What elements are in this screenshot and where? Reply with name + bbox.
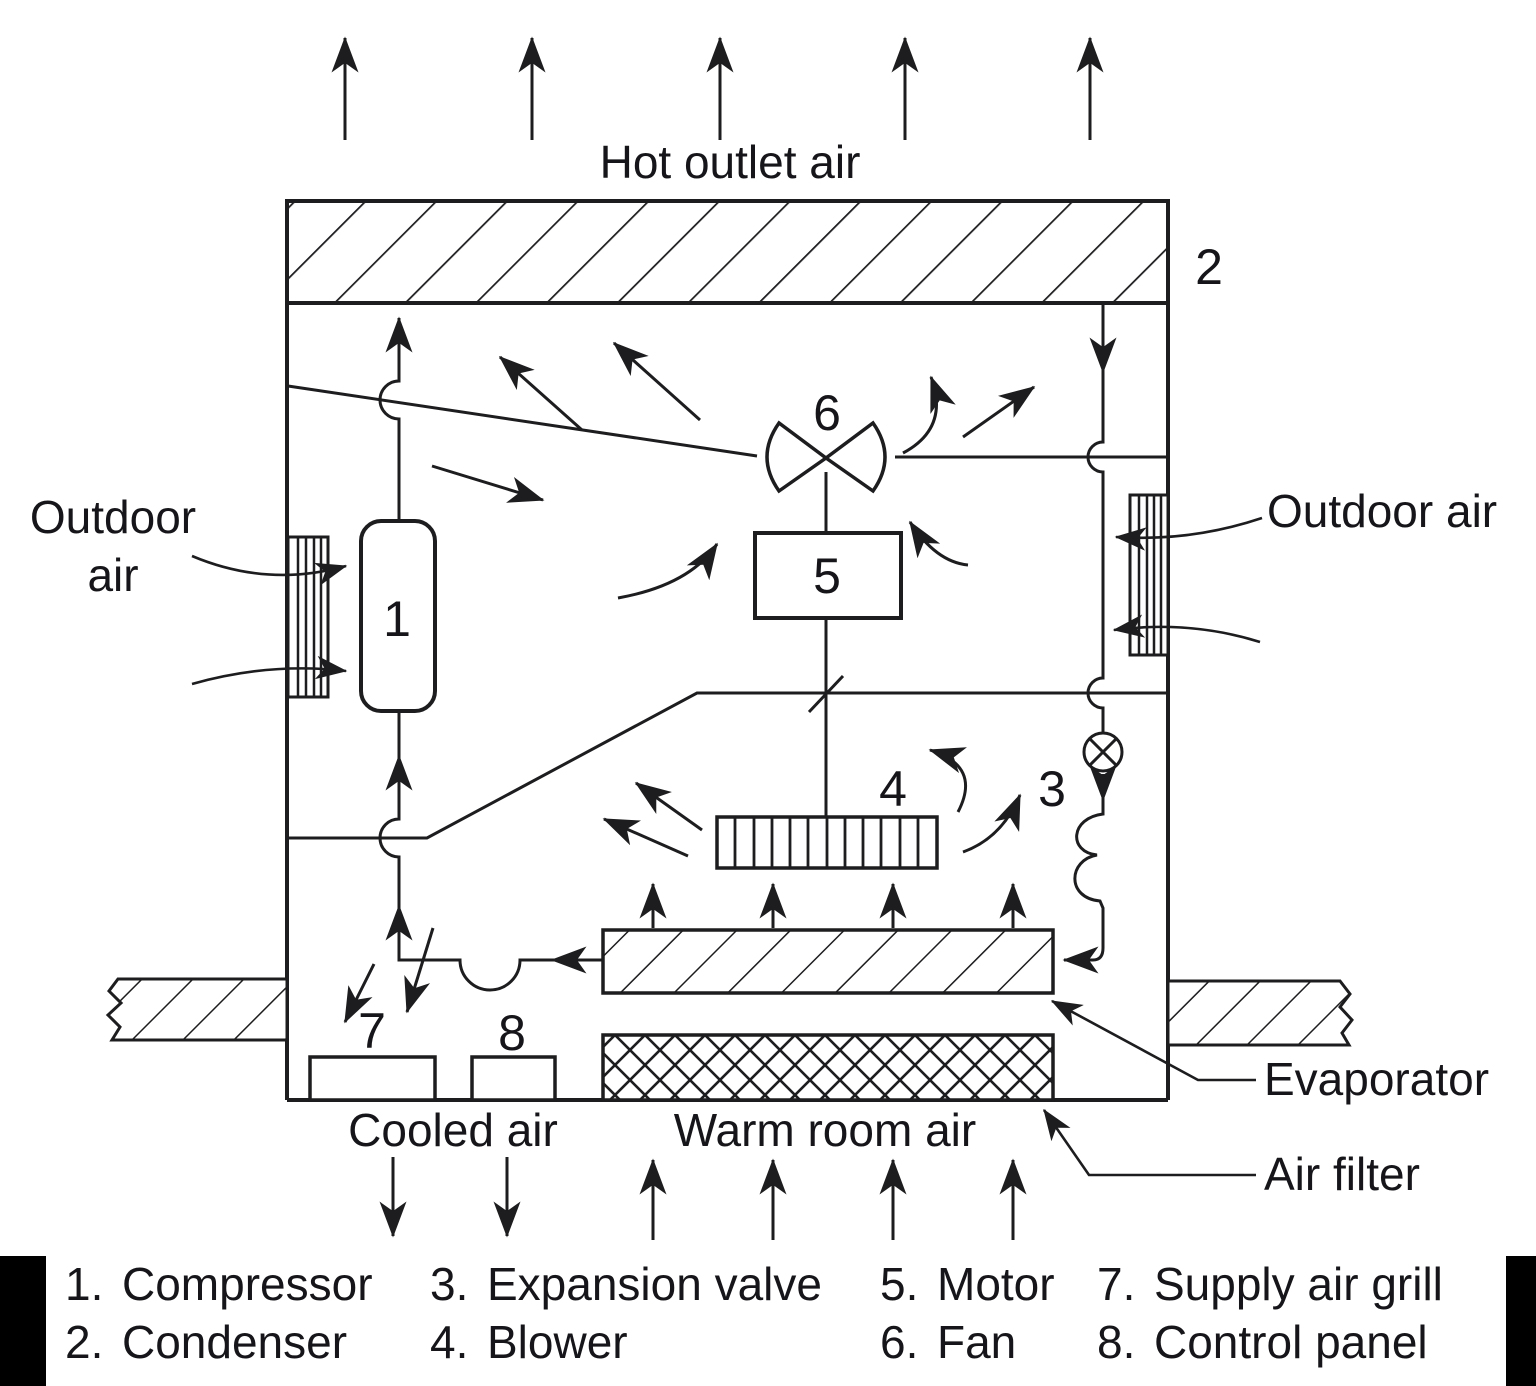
warm-room-air-arrows xyxy=(639,1158,1027,1240)
evaporator-leader-line xyxy=(1050,999,1256,1082)
supply-air-grill-number: 7 xyxy=(358,1003,386,1059)
legend-number: 6. xyxy=(880,1316,918,1368)
motor xyxy=(753,531,903,620)
compressor-number: 1 xyxy=(383,591,411,647)
legend-number: 4. xyxy=(430,1316,468,1368)
condenser-air-arrows xyxy=(431,341,1036,600)
air-filter xyxy=(601,1033,1055,1102)
liquid-pipe-upper xyxy=(1086,303,1105,733)
legend-number: 7. xyxy=(1097,1258,1135,1310)
hot-outlet-air-label: Hot outlet air xyxy=(600,136,861,188)
room-air-arrows xyxy=(343,747,1027,1024)
motor-number: 5 xyxy=(813,548,841,604)
partition-lower xyxy=(288,691,1168,840)
capillary-pipe xyxy=(1062,800,1105,974)
legend-label: Fan xyxy=(937,1316,1016,1368)
legend-label: Motor xyxy=(937,1258,1055,1310)
air-filter-leader-line xyxy=(1042,1108,1256,1177)
scan-artifact-left xyxy=(0,1256,46,1386)
blower xyxy=(715,815,939,870)
control-panel xyxy=(470,1055,557,1102)
evaporator xyxy=(601,928,1055,995)
cooled-air-arrows xyxy=(379,1157,521,1238)
control-panel-number: 8 xyxy=(498,1005,526,1061)
outdoor-air-left-label-line1: Outdoor xyxy=(30,491,196,543)
outdoor-air-curves-left xyxy=(191,554,348,686)
supply-air-grill xyxy=(308,1055,437,1102)
warm-room-air-label: Warm room air xyxy=(674,1104,976,1156)
legend-number: 8. xyxy=(1097,1316,1135,1368)
legend-number: 3. xyxy=(430,1258,468,1310)
outdoor-air-right-label: Outdoor air xyxy=(1267,485,1497,537)
legend-label: Control panel xyxy=(1154,1316,1428,1368)
fan-number: 6 xyxy=(813,385,841,441)
shaft-tick xyxy=(807,674,845,714)
evaporator-label: Evaporator xyxy=(1264,1053,1489,1105)
discharge-pipe xyxy=(378,316,413,521)
legend-number: 5. xyxy=(880,1258,918,1310)
legend-number: 2. xyxy=(65,1316,103,1368)
condenser xyxy=(285,199,1170,305)
fan-blade-right xyxy=(823,420,887,494)
legend-number: 1. xyxy=(65,1258,103,1310)
legend-label: Expansion valve xyxy=(487,1258,822,1310)
fan-blade-left xyxy=(765,420,829,494)
hot-outlet-air-arrows xyxy=(331,36,1104,140)
suction-pipe xyxy=(378,711,603,992)
outdoor-air-left-label-line2: air xyxy=(87,549,138,601)
outdoor-air-curves-right xyxy=(1112,516,1263,644)
window-sill-left xyxy=(105,977,289,1042)
outdoor-air-grill-left xyxy=(286,535,330,699)
cooled-air-label: Cooled air xyxy=(348,1104,558,1156)
condenser-number: 2 xyxy=(1195,239,1223,295)
expansion-valve-x xyxy=(1088,737,1118,767)
outdoor-air-grill-right xyxy=(1128,493,1170,657)
blower-number: 4 xyxy=(879,761,907,817)
legend: 1. Compressor 2. Condenser 3. Expansion … xyxy=(65,1258,1443,1368)
legend-label: Blower xyxy=(487,1316,628,1368)
legend-label: Supply air grill xyxy=(1154,1258,1443,1310)
air-filter-label: Air filter xyxy=(1264,1148,1420,1200)
legend-label: Compressor xyxy=(122,1258,373,1310)
legend-label: Condenser xyxy=(122,1316,347,1368)
scan-artifact-right xyxy=(1506,1256,1536,1386)
expansion-valve-number: 3 xyxy=(1038,761,1066,817)
partition-upper-left xyxy=(287,384,758,458)
window-sill-right xyxy=(1166,979,1354,1047)
